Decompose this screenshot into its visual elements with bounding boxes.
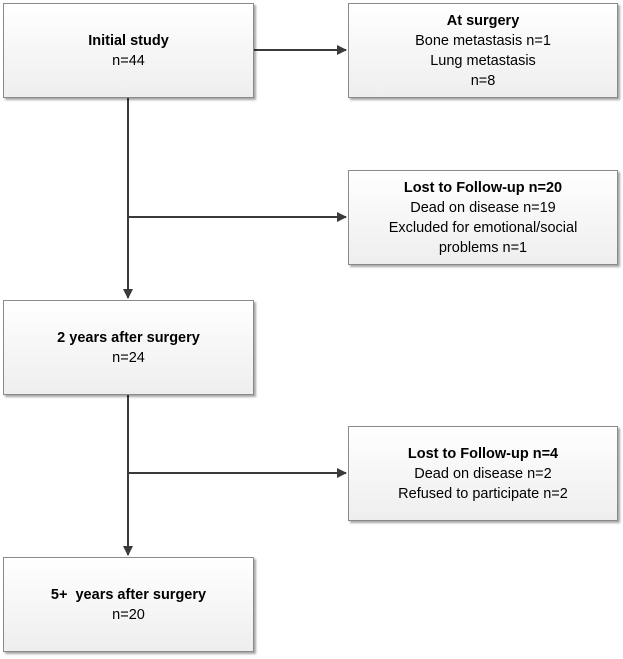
at-surgery-title: At surgery xyxy=(446,12,520,29)
excluded-count-line: problems n=1 xyxy=(438,239,528,256)
lost-followup-2-box: Lost to Follow-up n=4 Dead on disease n=… xyxy=(348,426,618,521)
lost-followup-1-box: Lost to Follow-up n=20 Dead on disease n… xyxy=(348,170,618,265)
lung-metastasis-line: Lung metastasis xyxy=(430,52,536,69)
two-years-title: 2 years after surgery xyxy=(57,329,200,346)
two-years-box: 2 years after surgery n=24 xyxy=(3,300,254,395)
refused-line: Refused to participate n=2 xyxy=(398,485,568,502)
excluded-line: Excluded for emotional/social xyxy=(388,219,578,236)
five-years-title: 5+ years after surgery xyxy=(50,586,207,603)
lost-followup-2-title: Lost to Follow-up n=4 xyxy=(407,445,559,462)
two-years-count: n=24 xyxy=(112,349,145,366)
dead-on-disease-1-line: Dead on disease n=19 xyxy=(410,199,556,216)
five-years-count: n=20 xyxy=(112,606,145,623)
five-years-box: 5+ years after surgery n=20 xyxy=(3,557,254,652)
at-surgery-box: At surgery Bone metastasis n=1 Lung meta… xyxy=(348,3,618,98)
bone-metastasis-line: Bone metastasis n=1 xyxy=(415,32,551,49)
lung-metastasis-count: n=8 xyxy=(470,72,496,89)
dead-on-disease-2-line: Dead on disease n=2 xyxy=(414,465,552,482)
initial-study-title: Initial study xyxy=(88,32,169,49)
initial-study-count: n=44 xyxy=(112,52,145,69)
lost-followup-1-title: Lost to Follow-up n=20 xyxy=(403,179,563,196)
initial-study-box: Initial study n=44 xyxy=(3,3,254,98)
